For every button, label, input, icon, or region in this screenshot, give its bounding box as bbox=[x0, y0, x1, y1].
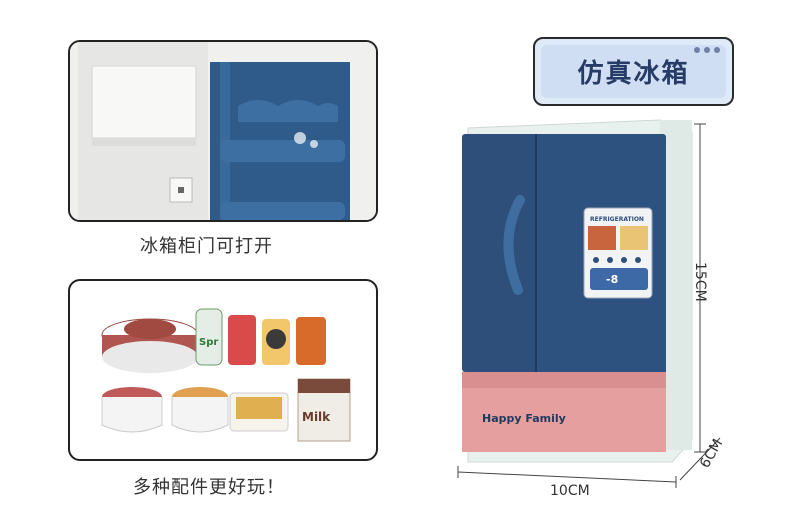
door-open-image bbox=[70, 42, 376, 220]
dimension-width: 10CM bbox=[550, 483, 590, 499]
page-title: 仿真冰箱 bbox=[541, 45, 726, 98]
accessories-panel: Spr Milk bbox=[68, 279, 378, 461]
accessories-image: Spr Milk bbox=[101, 308, 351, 442]
drink-label: Spr bbox=[199, 337, 218, 348]
title-badge: 仿真冰箱 bbox=[533, 37, 734, 106]
display-label: REFRIGERATION bbox=[590, 216, 644, 223]
dots-decoration bbox=[694, 47, 720, 53]
brand-label: Happy Family bbox=[482, 412, 566, 425]
caption-door: 冰箱柜门可打开 bbox=[140, 236, 273, 257]
milk-label: Milk bbox=[302, 410, 331, 424]
display-temp: -8 bbox=[606, 273, 618, 286]
fridge-illustration: REFRIGERATION -8 Happy Family bbox=[457, 119, 721, 488]
door-open-panel bbox=[68, 40, 378, 222]
dimension-height: 15CM bbox=[692, 262, 708, 302]
caption-accessories: 多种配件更好玩！ bbox=[133, 477, 285, 498]
